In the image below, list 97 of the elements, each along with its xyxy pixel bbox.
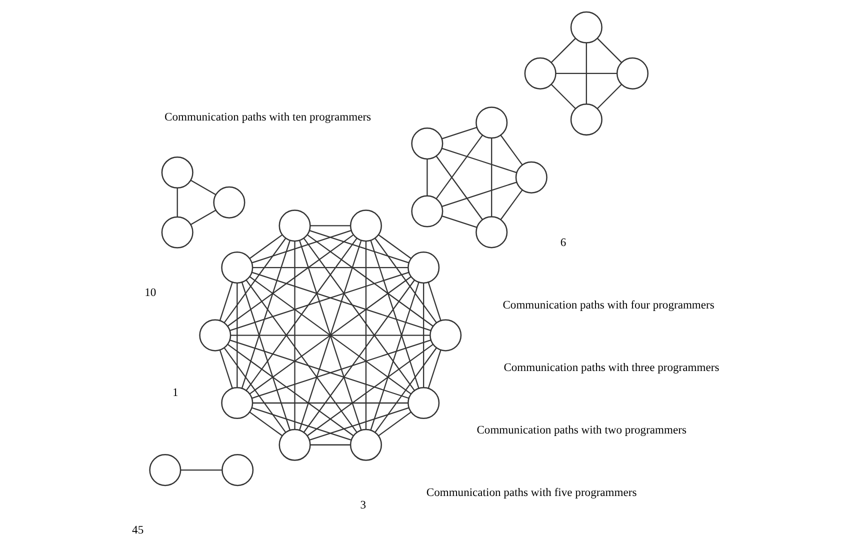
connector <box>500 134 523 166</box>
connector <box>230 340 410 399</box>
connector <box>176 188 178 217</box>
connector <box>249 276 412 394</box>
connector <box>230 272 409 332</box>
connector <box>550 84 576 109</box>
connector <box>246 280 358 432</box>
connector <box>252 402 408 404</box>
node-circle <box>149 454 182 486</box>
label: Communication paths with five programmers <box>426 487 637 500</box>
label: 1 <box>172 387 178 400</box>
connector <box>491 138 492 216</box>
connector <box>423 283 424 388</box>
node-circle <box>221 252 254 284</box>
node-circle <box>350 428 382 461</box>
connector <box>309 230 409 264</box>
connector <box>190 180 216 196</box>
node-circle <box>515 161 548 194</box>
connector <box>241 282 290 430</box>
label: Communication paths with three programmers <box>504 362 720 374</box>
connector <box>246 238 358 391</box>
connector <box>586 42 587 104</box>
connector <box>241 240 290 388</box>
connector <box>378 234 412 259</box>
connector <box>303 280 415 433</box>
connector <box>219 350 233 388</box>
connector <box>442 148 517 174</box>
node-circle <box>408 252 440 284</box>
connector <box>249 234 283 259</box>
connector <box>428 282 442 321</box>
connector <box>236 283 238 388</box>
connector <box>500 190 523 220</box>
node-circle <box>430 319 462 352</box>
node-circle <box>476 106 508 139</box>
node-circle <box>213 186 246 218</box>
node-circle <box>278 210 311 242</box>
connector <box>442 126 477 140</box>
label: Communication paths with two programmers <box>476 424 686 437</box>
node-circle <box>222 454 254 486</box>
connector <box>180 469 222 471</box>
connector <box>252 407 352 441</box>
connector <box>304 238 415 391</box>
connector <box>442 182 517 207</box>
label: Communication paths with ten programmers <box>164 112 372 124</box>
connector <box>294 241 296 430</box>
connector <box>249 412 283 436</box>
connector <box>310 444 351 446</box>
node-circle <box>411 128 444 160</box>
label: 10 <box>144 286 156 299</box>
connector <box>370 240 420 388</box>
label: 3 <box>360 500 366 512</box>
node-circle <box>476 216 508 248</box>
node-circle <box>411 195 444 228</box>
label: Communication paths with four programmers <box>502 299 714 312</box>
connector <box>426 159 428 196</box>
connector <box>227 234 354 327</box>
node-circle <box>408 386 440 420</box>
connector <box>310 225 351 226</box>
connector <box>224 348 286 433</box>
node-circle <box>278 428 311 461</box>
connector <box>219 282 233 321</box>
connector <box>307 344 434 436</box>
connector <box>227 344 354 436</box>
label: 45 <box>132 524 144 537</box>
node-circle <box>199 319 232 352</box>
connector <box>252 267 408 268</box>
connector <box>597 38 622 63</box>
connector <box>224 238 286 324</box>
connector <box>556 72 617 74</box>
connector <box>252 230 352 264</box>
connector <box>230 334 430 336</box>
connector <box>365 241 367 430</box>
connector <box>299 240 362 430</box>
connector <box>436 135 483 199</box>
node-circle <box>524 57 556 90</box>
node-circle <box>161 216 194 248</box>
connector <box>252 272 432 332</box>
connector <box>436 156 483 220</box>
connector <box>252 340 432 399</box>
node-circle <box>161 156 194 189</box>
connector <box>190 210 216 226</box>
connector <box>550 38 576 63</box>
connector <box>597 84 622 109</box>
connector <box>442 216 477 228</box>
node-circle <box>221 386 254 420</box>
node-circle <box>616 57 649 90</box>
connector <box>374 348 437 432</box>
connector <box>378 412 412 436</box>
node-circle <box>570 104 602 136</box>
connector <box>370 282 420 430</box>
node-circle <box>570 11 602 44</box>
connector <box>310 407 409 441</box>
label: 6 <box>560 236 566 249</box>
connector <box>374 238 437 324</box>
connector <box>428 350 442 388</box>
node-circle <box>350 210 382 242</box>
connector <box>307 234 434 327</box>
